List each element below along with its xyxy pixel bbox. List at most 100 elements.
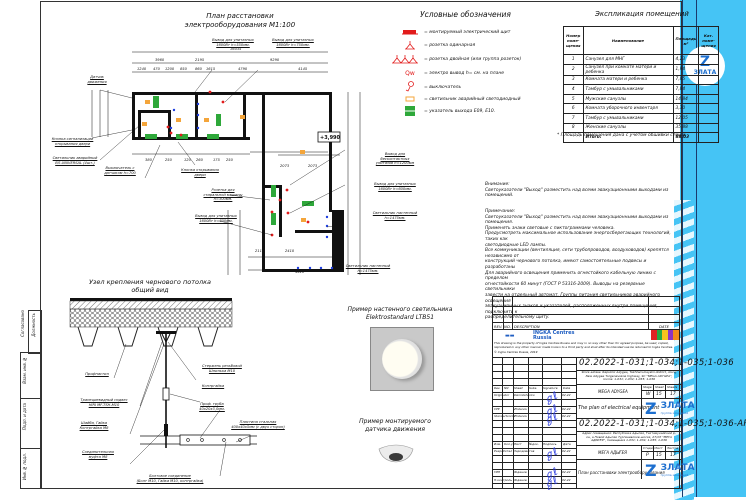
table-header: Номер поме-щения Наименование Площадь м²… xyxy=(563,26,719,55)
address-ru: Адрес помещения: Республика Адыгея, Тахт… xyxy=(582,431,676,443)
floor-plan: 16035 3960 2195 9290 1240 470 1200 850 8… xyxy=(91,47,361,275)
mega-logo xyxy=(651,330,679,340)
legend-label: = монтируемый электрический щит xyxy=(424,29,511,35)
stamp-left-grid: Rev. NN Sheet Subs. Signature Date Origi… xyxy=(493,357,577,491)
explication-note: * Площадь помещения дана с учетом обшивк… xyxy=(557,133,686,138)
ingka-logo: ▬▬ xyxy=(505,333,515,339)
drawing-code-ru: 02.2022-1-031;1-034;1-035;1-036-АР xyxy=(579,419,746,429)
node-leaders xyxy=(113,341,251,477)
svg-text:1615: 1615 xyxy=(206,67,216,71)
remarks-title: Примечание: xyxy=(485,209,516,214)
remark-line: конструкций чернового потолка, имеют сам… xyxy=(485,259,647,270)
exit-sign-icon xyxy=(400,106,420,116)
sheet-title-ru: План расстановки электрооборудования xyxy=(578,470,665,475)
coupling-nut xyxy=(162,387,170,401)
svg-text:860: 860 xyxy=(195,67,203,71)
node-label: Профнастил xyxy=(85,372,109,376)
svg-text:380: 380 xyxy=(145,158,153,162)
svg-text:2110: 2110 xyxy=(255,249,265,253)
annotation: Выключатель с датчиком h=700 xyxy=(104,166,136,175)
legend-item: = розетка двойная (или группа розеток) xyxy=(392,55,521,64)
annotation: Кнопка сигнализации открывания двери xyxy=(51,137,94,146)
svg-text:1200: 1200 xyxy=(165,67,175,71)
annotation: Кнопка открывания двери xyxy=(181,168,219,177)
annotation: Датчик движения xyxy=(87,75,107,84)
title-block: REV. NO. DESCRIPTION DATE ▬▬ INGKA Centr… xyxy=(492,296,746,491)
svg-text:4790: 4790 xyxy=(238,67,248,71)
sockets xyxy=(166,90,310,237)
profiled-sheet xyxy=(77,326,219,347)
svg-text:4145: 4145 xyxy=(298,67,308,71)
leader-lines xyxy=(91,69,346,236)
svg-text:2073: 2073 xyxy=(280,164,290,168)
trapezoid-hanger xyxy=(156,331,176,334)
svg-text:470: 470 xyxy=(153,67,161,71)
side-stamp: Взам. инв.№ Подп. и дата Инв.№ подл. xyxy=(20,352,42,489)
sensor-caption: Пример монтируемого датчика движения xyxy=(359,418,431,433)
wall-lamp-icon xyxy=(382,339,422,379)
remark-line: распределительному щиту. xyxy=(485,315,550,321)
legend-item: = указатель выхода E09, E10. xyxy=(400,106,495,116)
svg-text:1240: 1240 xyxy=(137,67,147,71)
brand-panel xyxy=(682,0,697,497)
sheets-ru: 17 xyxy=(670,453,676,458)
ceiling-node-title-line1: Узел крепления чернового потолка xyxy=(88,278,212,286)
switch-icon xyxy=(400,81,420,93)
annotation: Розетка для стиральной машины h=300мм. xyxy=(203,188,243,201)
no-header: NO. xyxy=(504,324,511,329)
single-socket-icon xyxy=(400,41,420,50)
header-area: Площадь м² xyxy=(672,26,700,55)
plan-title-line2: электрооборудования М1:100 xyxy=(184,21,296,29)
side-label: Подп. и дата xyxy=(22,403,27,431)
wall-lights xyxy=(169,102,334,270)
annotation: Вывод для унитазных 1600Вт h=750мм. xyxy=(272,38,314,47)
level-mark-box xyxy=(317,131,341,143)
legend-item: = монтируемый электрический щит xyxy=(400,29,510,35)
annotation: Светильник настенный h=1475мм. xyxy=(345,264,391,273)
remark-line: Для аварийного освещения применить огнес… xyxy=(485,270,656,282)
legend-label: = светильник аварийный светодиодный xyxy=(424,96,521,102)
drawing-frame xyxy=(40,1,682,489)
slab-insulation xyxy=(69,308,233,328)
plan-title-line1: План расстановки xyxy=(206,12,274,20)
explication-table: Номер поме-щения Наименование Площадь м²… xyxy=(563,26,719,143)
side-label: Инв.№ подл. xyxy=(22,453,27,481)
date-header: DATE xyxy=(659,324,669,329)
legend-label: = розетка двойная (или группа розеток) xyxy=(424,57,522,62)
svg-text:250: 250 xyxy=(226,158,234,162)
svg-text:2073: 2073 xyxy=(308,164,318,168)
legend-label: = указатель выхода E09, E10. xyxy=(424,108,496,114)
sheet-en: 15 xyxy=(656,392,662,397)
legend-label: = выключатель xyxy=(424,84,462,90)
drawing-code-en: 02.2022-1-031;1-034;1-035;1-036 xyxy=(579,358,734,368)
legend-item: = светильник аварийный светодиодный xyxy=(400,96,521,102)
svg-text:850: 850 xyxy=(180,67,188,71)
legend-item: = розетка одинарная xyxy=(400,41,475,50)
ceiling-node-title: Узел крепления чернового потолка общий в… xyxy=(75,278,225,294)
remark-line: Предусмотреть максимальное использование… xyxy=(485,231,671,242)
legend-item: Qw = электро вывод h= см. на плане xyxy=(400,70,504,77)
electrical-panel-icon xyxy=(400,29,420,35)
remark-line: огнестойкости 60 минут (ГОСТ Р 53316-200… xyxy=(485,281,645,293)
annotation: Вывод для унитазных 1600Вт h=600мм. xyxy=(374,182,416,191)
remark-line: светодиодные LED лампы. xyxy=(485,242,547,248)
annotation: Светильник настенный h=1475мм. xyxy=(372,211,418,220)
svg-text:120: 120 xyxy=(184,158,192,162)
sheet-ru: 15 xyxy=(656,453,662,458)
svg-text:250: 250 xyxy=(165,158,173,162)
motion-sensor-lens-icon xyxy=(389,453,403,461)
remark-line: Светоуказатели "Выход" разместить над вс… xyxy=(485,214,669,226)
dimension-texts: 16035 3960 2195 9290 1240 470 1200 850 8… xyxy=(137,47,318,274)
